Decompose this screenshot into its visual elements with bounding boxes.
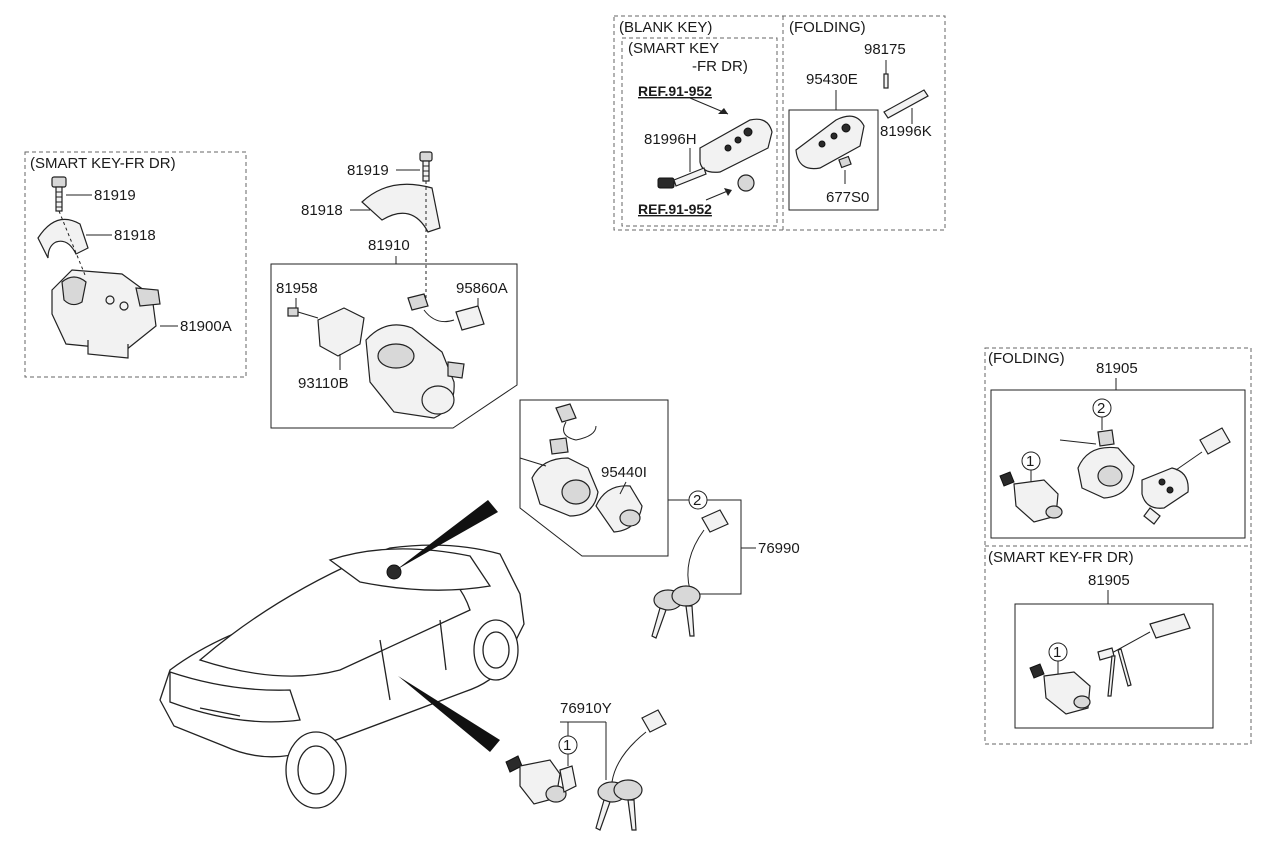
shroud-81918-mid-icon xyxy=(361,183,441,233)
label-81905-folding: 81905 xyxy=(1096,360,1138,377)
folding-set-box xyxy=(990,389,1246,539)
door-lock-cylinder-icon xyxy=(505,755,577,805)
clip-677S0-icon xyxy=(838,155,852,169)
blank-key-outer-box xyxy=(613,15,946,231)
smart-key-right-title: (SMART KEY-FR DR) xyxy=(988,549,1134,566)
folding-key-box xyxy=(788,109,879,211)
label-81910: 81910 xyxy=(368,237,410,254)
mechanical-key-81996H-icon xyxy=(657,167,707,189)
ignition-lock-body-icon xyxy=(365,324,465,419)
blank-key-title: (BLANK KEY) xyxy=(619,19,712,36)
circle-2-mid-label: 2 xyxy=(693,492,701,509)
shroud-81918-left-icon xyxy=(37,218,89,259)
folding-right-title: (FOLDING) xyxy=(988,350,1065,367)
label-95440I: 95440I xyxy=(601,464,647,481)
circle-1-bottom-label: 1 xyxy=(563,737,571,754)
pointer-wedge-bottom xyxy=(398,676,500,752)
right-panel-group: (FOLDING) 81905 2 1 (SMART KEY-F xyxy=(984,347,1252,745)
label-95430E: 95430E xyxy=(806,71,858,88)
smart-key-left-title: (SMART KEY-FR DR) xyxy=(30,155,176,172)
label-76990: 76990 xyxy=(758,540,800,557)
ignition-cylinder-95440I-icon xyxy=(519,403,643,533)
circle-1-right-label: 1 xyxy=(1026,453,1034,470)
ignition-assembly-81910-group: 81919 81918 81910 81958 93110B xyxy=(270,151,518,429)
folding-ignition-icon xyxy=(1059,429,1135,499)
smart-key-left-box xyxy=(24,151,247,378)
keys-76910Y-icon xyxy=(595,709,667,831)
smart-keys-icon xyxy=(1097,613,1191,697)
right-outer-box xyxy=(984,347,1252,745)
ignition-95440I-group: 95440I 2 76990 xyxy=(519,399,800,639)
smart-key-inner-box xyxy=(621,37,778,227)
sensor-93110B-icon xyxy=(317,307,365,357)
ignition-location-marker-icon xyxy=(386,564,402,580)
folding-key-fob-icon xyxy=(795,115,865,170)
label-98175: 98175 xyxy=(864,41,906,58)
ref-91-952-top: REF.91-952 xyxy=(638,83,712,99)
circle-2-right-label: 2 xyxy=(1097,400,1105,417)
folding-door-lock-icon xyxy=(999,471,1063,523)
bolt-81919-left-icon xyxy=(51,176,67,212)
label-677S0: 677S0 xyxy=(826,189,869,206)
blade-81996K-icon xyxy=(883,89,929,119)
label-81996H: 81996H xyxy=(644,131,697,148)
folding-key-fob-right-icon xyxy=(1141,427,1231,525)
assembly-81910-box xyxy=(270,263,518,429)
folding-top-title: (FOLDING) xyxy=(789,19,866,36)
label-95860A: 95860A xyxy=(456,280,508,297)
connector-95860A-icon xyxy=(407,293,485,331)
ignition-95440I-box xyxy=(519,399,669,557)
label-81900A: 81900A xyxy=(180,318,232,335)
label-76910Y: 76910Y xyxy=(560,700,612,717)
label-81958: 81958 xyxy=(276,280,318,297)
bolt-81919-mid-icon xyxy=(419,151,433,182)
screw-81958-icon xyxy=(287,307,319,319)
door-lock-76910Y-group: 76910Y 1 xyxy=(505,700,667,831)
pointer-wedge-top xyxy=(396,500,498,570)
pin-98175-icon xyxy=(883,73,889,89)
key-top-group: (BLANK KEY) (SMART KEY -FR DR) REF.91-95… xyxy=(613,15,946,231)
keys-76990-icon xyxy=(651,509,729,639)
label-81919-mid: 81919 xyxy=(347,162,389,179)
label-81996K: 81996K xyxy=(880,123,932,140)
label-93110B: 93110B xyxy=(298,375,349,392)
circle-1-right-bottom-label: 1 xyxy=(1053,644,1061,661)
smart-set-box xyxy=(1014,603,1214,729)
label-81919-left: 81919 xyxy=(94,187,136,204)
smart-door-lock-icon xyxy=(1029,663,1091,715)
module-81900A-icon xyxy=(51,269,161,359)
smart-key-line2: -FR DR) xyxy=(692,58,748,75)
battery-icon xyxy=(737,174,755,192)
label-81918-left: 81918 xyxy=(114,227,156,244)
smart-key-fob-icon xyxy=(699,118,773,173)
label-81918-mid: 81918 xyxy=(301,202,343,219)
label-81905-smart: 81905 xyxy=(1088,572,1130,589)
car-illustration xyxy=(159,500,525,809)
smart-key-fr-dr-left-group: (SMART KEY-FR DR) 81919 81918 81900A xyxy=(24,151,247,378)
smart-key-line1: (SMART KEY xyxy=(628,40,719,57)
ref-91-952-bottom: REF.91-952 xyxy=(638,201,712,217)
